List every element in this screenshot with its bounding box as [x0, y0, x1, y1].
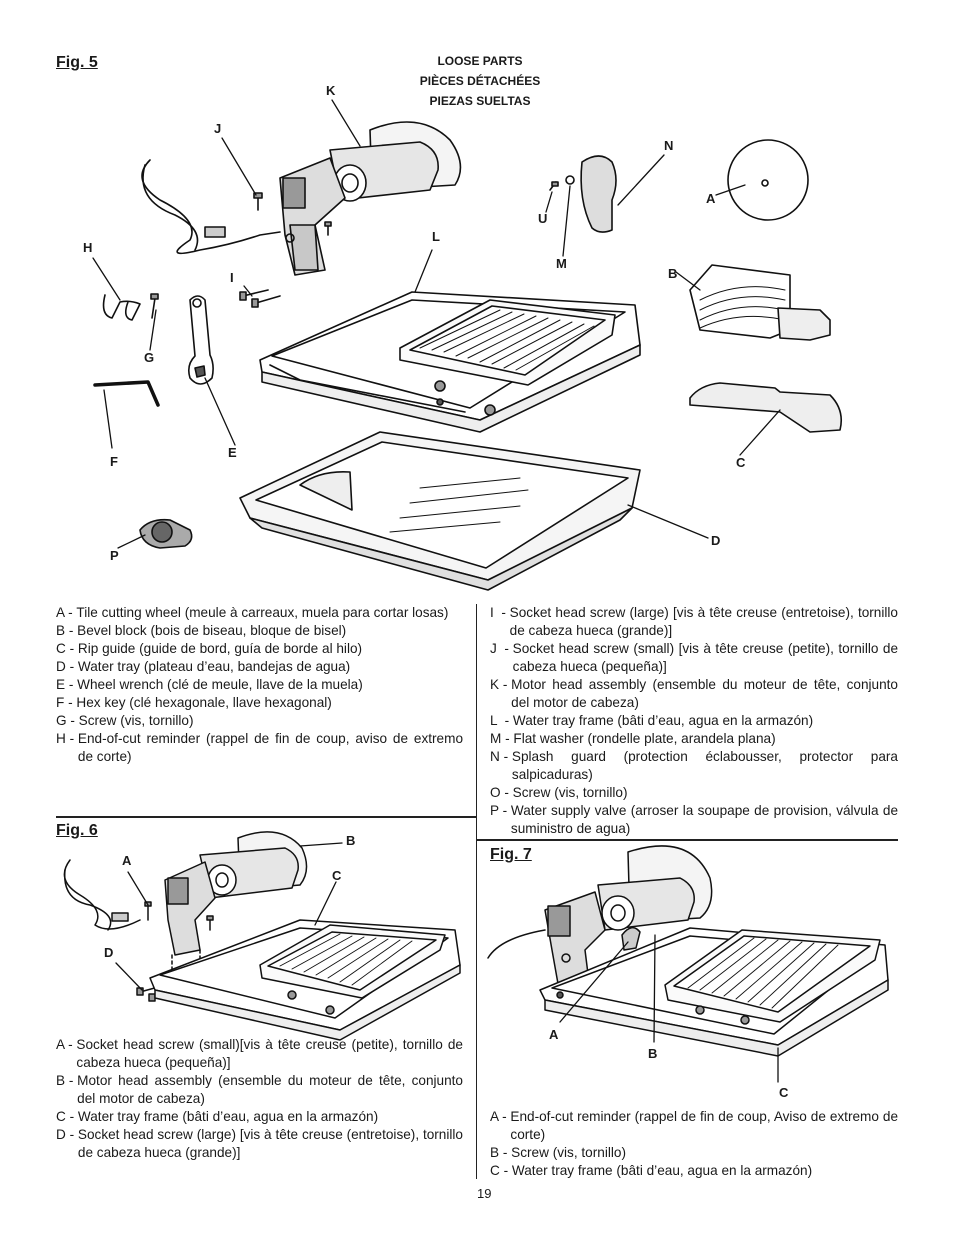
legend-item: C - Water tray frame (bâti d’eau, agua e… — [490, 1163, 813, 1178]
fig5-legend-left: A - Tile cutting wheel (meule à carreaux… — [56, 604, 463, 766]
fig6-callout-b: B — [346, 833, 356, 848]
fig7-top-rule — [477, 839, 898, 841]
column-divider — [476, 604, 477, 1179]
legend-item: E - Wheel wrench (clé de meule, llave de… — [56, 677, 363, 692]
motor-head-assembly-drawing — [279, 121, 462, 276]
loose-parts-en: LOOSE PARTS — [437, 54, 523, 68]
fig5-callout-i: I — [230, 270, 234, 285]
fig6-callout-d: D — [104, 945, 114, 960]
fig7-callout-a: A — [549, 1027, 559, 1042]
fig5-callout-d: D — [711, 533, 721, 548]
fig5-callout-b: B — [668, 266, 678, 281]
page-number: 19 — [477, 1186, 492, 1201]
loose-parts-heading: LOOSE PARTS PIÈCES DÉTACHÉES PIEZAS SUEL… — [400, 51, 560, 111]
fig7-legend: A - End-of-cut reminder (rappel de fin d… — [490, 1108, 898, 1180]
legend-item: F - Hex key (clé hexagonale, llave hexag… — [56, 695, 332, 710]
fig5-callout-f: F — [110, 454, 118, 469]
fig7-callout-b: B — [648, 1046, 658, 1061]
legend-item: A - Tile cutting wheel (meule à carreaux… — [56, 605, 449, 620]
fig6-top-rule — [56, 816, 476, 818]
legend-item: A - Socket head screw (small)[vis à tête… — [56, 1037, 463, 1070]
legend-item: P - Water supply valve (arroser la soupa… — [490, 803, 898, 836]
legend-item: G - Screw (vis, tornillo) — [56, 713, 194, 728]
fig5-callout-l: L — [432, 229, 440, 244]
fig5-callout-j: J — [214, 121, 222, 136]
legend-item: C - Water tray frame (bâti d’eau, agua e… — [56, 1109, 379, 1124]
fig5-callout-m: M — [556, 256, 567, 271]
fig6-title: Fig. 6 — [56, 822, 98, 839]
legend-item: N - Splash guard (protection éclabousser… — [490, 749, 898, 782]
legend-item: L - Water tray frame (bâti d’eau, agua e… — [490, 713, 814, 728]
legend-item: A - End-of-cut reminder (rappel de fin d… — [490, 1109, 898, 1142]
legend-item: M - Flat washer (rondelle plate, arandel… — [490, 731, 776, 746]
legend-item: K - Motor head assembly (ensemble du mot… — [490, 677, 898, 710]
fig5-callout-e: E — [228, 445, 237, 460]
legend-item: J - Socket head screw (small) [vis à têt… — [490, 641, 898, 674]
fig5-title: Fig. 5 — [56, 54, 98, 71]
fig7-title: Fig. 7 — [490, 846, 532, 863]
loose-parts-fr: PIÈCES DÉTACHÉES — [419, 74, 541, 88]
legend-item: D - Socket head screw (large) [vis à têt… — [56, 1127, 463, 1160]
legend-item: B - Motor head assembly (ensemble du mot… — [56, 1073, 463, 1106]
legend-item: B - Bevel block (bois de biseau, bloque … — [56, 623, 347, 638]
fig6-legend: A - Socket head screw (small)[vis à tête… — [56, 1036, 463, 1162]
legend-item: O - Screw (vis, tornillo) — [490, 785, 628, 800]
fig5-callout-n: N — [664, 138, 674, 153]
fig5-callout-u: U — [538, 211, 548, 226]
fig5-callout-g: G — [144, 350, 155, 365]
fig5-callout-c: C — [736, 455, 746, 470]
fig5-callout-p: P — [110, 548, 119, 563]
fig7-callout-c: C — [779, 1085, 789, 1100]
fig6-callout-c: C — [332, 868, 342, 883]
fig5-callout-h: H — [83, 240, 93, 255]
legend-item: B - Screw (vis, tornillo) — [490, 1145, 626, 1160]
fig5-callout-a: A — [706, 191, 716, 206]
legend-item: D - Water tray (plateau d’eau, bandejas … — [56, 659, 351, 674]
legend-item: C - Rip guide (guide de bord, guía de bo… — [56, 641, 363, 656]
legend-item: H - End-of-cut reminder (rappel de fin d… — [56, 731, 463, 764]
loose-parts-es: PIEZAS SUELTAS — [429, 94, 531, 108]
fig5-legend-right: I - Socket head screw (large) [vis à têt… — [490, 604, 898, 838]
fig5-callout-k: K — [326, 83, 336, 98]
legend-item: I - Socket head screw (large) [vis à têt… — [490, 605, 898, 638]
fig6-callout-a: A — [122, 853, 132, 868]
